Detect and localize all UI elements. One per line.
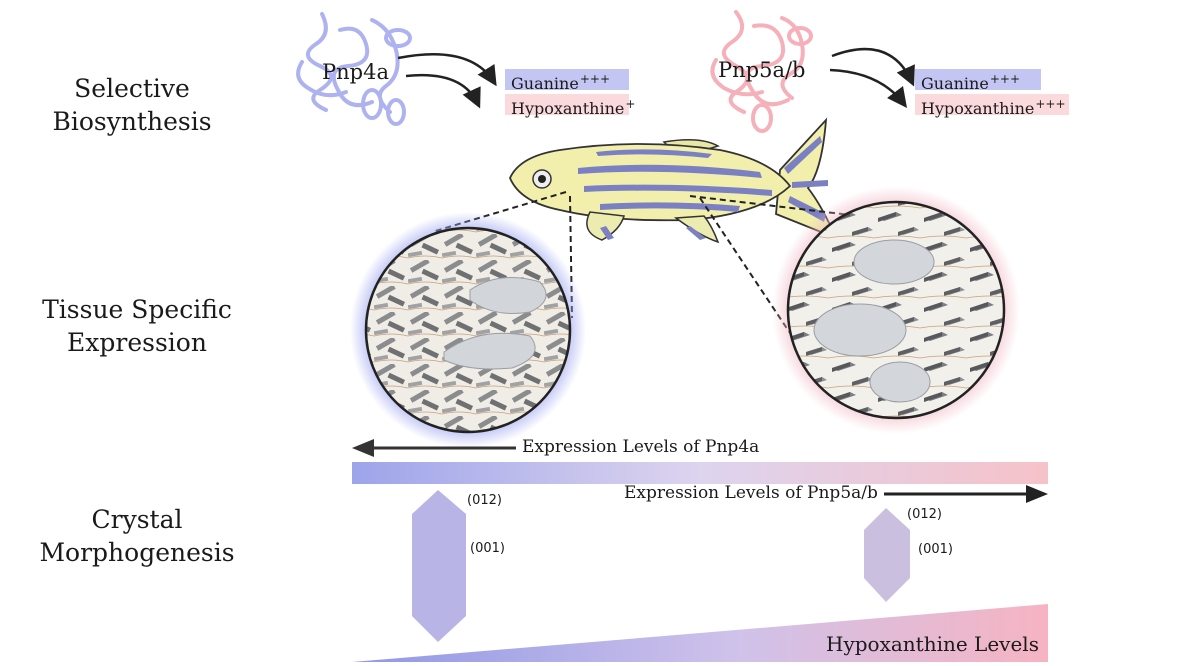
crystal-small [864, 508, 910, 602]
pnp4a-guanine-bar [505, 69, 629, 90]
pnp5-hypoxanthine-label: Hypoxanthine+++ [921, 97, 1066, 118]
pnp5-protein-structure [710, 10, 813, 133]
crystal-large [412, 490, 466, 642]
pnp4a-direction-arrow [352, 439, 516, 457]
biosynthesis-arrows [397, 47, 915, 109]
pnp5-label: Pnp5a/b [718, 58, 806, 82]
crystal-small-facet-012: (012) [907, 507, 942, 522]
crystal-large-facet-012: (012) [467, 493, 502, 508]
pnp5-hypoxanthine-bar [915, 94, 1069, 115]
pnp5-direction-arrow [884, 485, 1048, 503]
pnp4a-guanine-label: Guanine+++ [511, 72, 610, 93]
pnp4a-label: Pnp4a [322, 60, 389, 84]
pnp5-tissue-magnified [788, 202, 1004, 418]
pnp5-expression-label: Expression Levels of Pnp5a/b [624, 483, 878, 503]
pnp4a-protein-structure [296, 12, 412, 126]
section-morphogenesis-title: Crystal Morphogenesis [39, 505, 235, 567]
expression-gradient-bar [352, 462, 1048, 484]
pnp4a-hypoxanthine-label: Hypoxanthine+ [511, 97, 636, 118]
pnp5-guanine-bar [915, 69, 1041, 90]
crystal-small-facet-001: (001) [918, 542, 953, 557]
pnp4a-tissue-magnified [366, 228, 570, 432]
pnp4a-expression-label: Expression Levels of Pnp4a [522, 437, 760, 457]
pnp5-guanine-label: Guanine+++ [921, 72, 1020, 93]
hypoxanthine-wedge [352, 604, 1048, 662]
crystal-large-facet-001: (001) [470, 541, 505, 556]
hypoxanthine-levels-label: Hypoxanthine Levels [826, 632, 1039, 656]
section-biosynthesis-title: Selective Biosynthesis [52, 74, 212, 136]
zebrafish-illustration [509, 117, 838, 244]
section-expression-title: Tissue Specific Expression [42, 295, 232, 357]
pnp4a-hypoxanthine-bar [505, 94, 629, 115]
